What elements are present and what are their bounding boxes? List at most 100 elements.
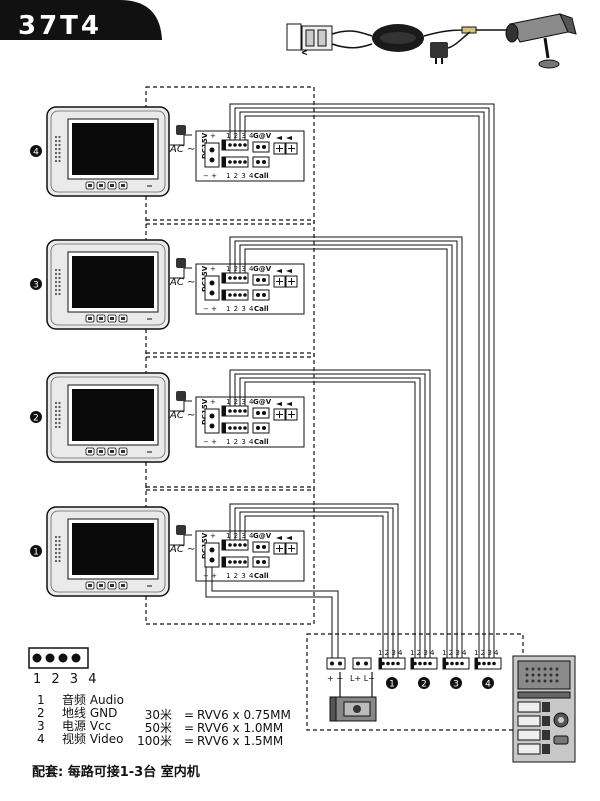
polarity-label: + [210,398,216,406]
legend-item-label: 电源 Vcc [62,719,111,733]
group-index-label: 2 [421,680,427,690]
call-label: Call [254,305,269,313]
legend-item-number: 2 [37,706,45,720]
ac-plug-icon [176,125,186,135]
monitor-terminal-block [195,530,305,582]
ac-plug-icon [176,258,186,268]
power-adapter-icon [430,42,448,64]
bus-wire [234,507,394,660]
monitor-index-label: 3 [33,281,39,291]
polarity-label: − + [203,438,217,446]
cable-equals: = [184,734,194,748]
outdoor-terminal-numbers: 1 2 3 4 [442,649,467,657]
bus-wire [244,381,416,660]
terminal-numbers: 1 2 3 4 [226,438,254,446]
legend-item-label: 音频 Audio [62,692,124,707]
call-label: Call [254,438,269,446]
bus-wire [234,373,426,660]
monitor-screen [72,523,154,575]
monitor-index-marker [30,411,42,423]
bus-wire [239,511,389,660]
power-terminal [326,657,346,670]
monitor-index-label: 2 [33,414,39,424]
cable-length: 30米 [145,708,172,722]
group-index-marker [482,677,494,689]
monitor-screen [72,123,154,175]
cable-spec: RVV6 x 0.75MM [197,708,291,722]
cable-length: 100米 [137,734,172,748]
monitor-screen [72,389,154,441]
bus-wire [229,103,495,660]
bus-wire [239,244,453,660]
legend-connector-numbers: 1 2 3 4 [33,672,99,687]
bus-wire [244,248,448,660]
bus-wire [234,107,490,660]
outdoor-terminal-numbers: 1 2 3 4 [410,649,435,657]
group-index-label: 1 [389,680,395,690]
group-index-label: 4 [485,680,491,690]
monitor-screen [72,256,154,308]
legend: 1 音频 Audio 2 地线 GND 3 电源 Vcc 4 视频 Video 30米 =RVV6… [37,692,291,748]
cable-length: 50米 [145,721,172,735]
lock-terminal [352,657,372,670]
polarity-label: − + [203,172,217,180]
lock-wire [211,567,339,660]
terminal-numbers: 1 2 3 4 [226,172,254,180]
cable-equals: = [184,721,194,735]
polarity-label: − + [203,305,217,313]
terminal-numbers: 1 2 3 4 [226,572,254,580]
bus-wire [244,515,384,660]
arrow-icon [276,536,292,540]
legend-item-label: 地线 GND [62,706,117,720]
monitor-index-marker [30,278,42,290]
bus-wire [239,377,421,660]
call-label: Call [254,172,269,180]
legend-item-number: 3 [37,719,45,733]
legend-item-number: 1 [37,693,45,707]
camera-input-label: G@V [253,398,272,406]
camera-input-label: G@V [253,532,272,540]
outdoor-terminals: + −L+ L−1 2 3 411 2 3 421 2 3 431 2 3 44 [326,649,502,690]
model-title: 37T4 [18,11,102,41]
bus-wire [229,503,399,660]
legend-connector-icon [28,647,89,669]
ac-plug-icon [176,525,186,535]
outdoor-wiring-frame [306,633,524,731]
group-index-marker [418,677,430,689]
legend-item-label: 视频 Video [62,731,123,746]
polarity-label: − + [203,572,217,580]
door-station-icon [512,655,576,763]
outdoor-terminal-numbers: 1 2 3 4 [378,649,403,657]
monitor-index-label: 4 [33,148,39,158]
bus-wire [244,115,480,660]
ac-label: AC ~ [169,544,195,555]
group-index-marker [450,677,462,689]
bus-wire [229,236,463,660]
top-camera-assembly: G@V [286,13,577,69]
group-index-marker [386,677,398,689]
camera-icon [505,13,577,69]
arrow-icon [276,136,292,140]
footer-note: 配套: 每路可接1-3台 室内机 [32,764,200,780]
legend-item-number: 4 [37,732,45,746]
monitor-index-marker [30,145,42,157]
ac-label: AC ~ [169,144,195,155]
bus-wire [229,369,431,660]
polarity-label: + [210,132,216,140]
ac-label: AC ~ [169,410,195,421]
cable-equals: = [184,708,194,722]
bus-wires [205,103,495,660]
arrow-icon [276,269,292,273]
cable-spec: RVV6 x 1.0MM [197,721,283,735]
electric-lock-icon [329,672,377,722]
terminal-numbers: 1 2 3 4 [226,305,254,313]
power-terminal-label: + − [327,674,343,683]
lock-terminal-label: L+ L− [350,674,375,683]
polarity-label: + [210,265,216,273]
camera-input-label: G@V [253,265,272,273]
